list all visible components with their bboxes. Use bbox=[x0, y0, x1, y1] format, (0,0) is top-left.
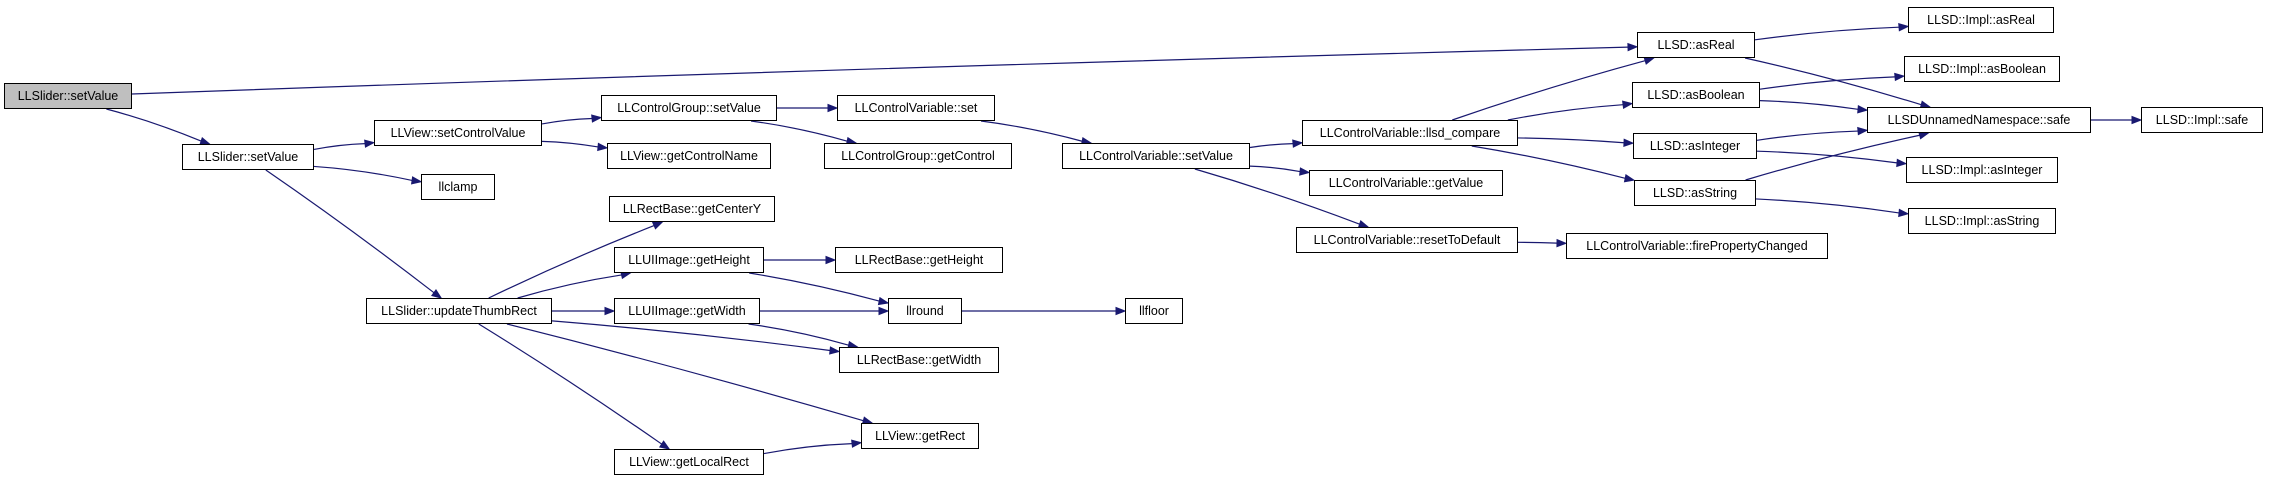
edge-arrowhead bbox=[364, 139, 376, 148]
edge-slider_updatethumbrect-to-view_getlocalrect bbox=[478, 323, 663, 445]
node-llrectbase-getwidth[interactable]: LLRectBase::getWidth bbox=[839, 347, 999, 373]
node-llcontrolvariable-firepropertychanged[interactable]: LLControlVariable::firePropertyChanged bbox=[1566, 233, 1828, 259]
edge-arrowhead bbox=[1857, 105, 1869, 114]
edge-controlvariable_set-to-controlvariable_setvalue bbox=[980, 120, 1083, 142]
edge-view_setcontrolvalue-to-view_getcontrolname bbox=[541, 140, 599, 148]
edge-controlvariable_resettodefault-to-controlvariable_firepropertychanged bbox=[1517, 241, 1558, 244]
node-llsd-impl-safe[interactable]: LLSD::Impl::safe bbox=[2141, 107, 2263, 133]
edge-slider_setvalue-to-view_setcontrolvalue bbox=[313, 143, 366, 151]
node-llround[interactable]: llround bbox=[888, 298, 962, 324]
node-llsd-asinteger[interactable]: LLSD::asInteger bbox=[1633, 133, 1757, 159]
node-llsd-impl-asreal[interactable]: LLSD::Impl::asReal bbox=[1908, 7, 2054, 33]
edge-slider_setvalue-to-slider_updatethumbrect bbox=[265, 169, 435, 294]
edge-arrowhead bbox=[1556, 238, 1568, 248]
node-root-llslider-setvalue[interactable]: LLSlider::setValue bbox=[4, 83, 132, 109]
edge-arrowhead bbox=[1643, 56, 1656, 65]
node-llview-setcontrolvalue[interactable]: LLView::setControlValue bbox=[374, 120, 542, 146]
node-lluiimage-getheight[interactable]: LLUIImage::getHeight bbox=[614, 247, 764, 273]
node-llview-getlocalrect[interactable]: LLView::getLocalRect bbox=[614, 449, 764, 475]
node-llrectbase-getheight[interactable]: LLRectBase::getHeight bbox=[835, 247, 1003, 273]
node-llsd-asreal[interactable]: LLSD::asReal bbox=[1637, 32, 1755, 58]
edge-view_getlocalrect-to-view_getrect bbox=[763, 443, 853, 455]
edge-llsd_asinteger-to-unnamed_safe bbox=[1756, 130, 1859, 141]
edge-arrowhead bbox=[1894, 72, 1906, 82]
edge-uiimage_getheight-to-llround bbox=[749, 272, 880, 302]
node-llsd-asstring[interactable]: LLSD::asString bbox=[1634, 180, 1756, 206]
edge-arrowhead bbox=[431, 288, 443, 299]
edge-arrowhead bbox=[1898, 208, 1910, 218]
edge-arrowhead bbox=[1292, 139, 1304, 148]
edge-arrowhead bbox=[878, 306, 890, 316]
edge-arrowhead bbox=[597, 142, 609, 152]
node-llsd-impl-asstring[interactable]: LLSD::Impl::asString bbox=[1908, 208, 2056, 234]
edge-slider_updatethumbrect-to-rectbase_getwidth bbox=[551, 320, 831, 352]
node-llcontrolgroup-setvalue[interactable]: LLControlGroup::setValue bbox=[601, 95, 777, 121]
node-llclamp[interactable]: llclamp bbox=[421, 174, 495, 200]
node-llsd-impl-asinteger[interactable]: LLSD::Impl::asInteger bbox=[1906, 157, 2058, 183]
edge-llsd_asstring-to-unnamed_safe bbox=[1745, 134, 1920, 181]
edge-controlvariable_setvalue-to-controlvariable_getvalue bbox=[1249, 165, 1301, 173]
node-llsd-asboolean[interactable]: LLSD::asBoolean bbox=[1632, 82, 1760, 108]
edge-arrowhead bbox=[1299, 167, 1311, 176]
edge-arrowhead bbox=[1857, 126, 1869, 136]
edge-arrowhead bbox=[658, 440, 671, 450]
edge-arrowhead bbox=[851, 439, 863, 448]
edge-arrowhead bbox=[827, 103, 839, 113]
edge-llsd_asboolean-to-impl_asboolean bbox=[1759, 76, 1896, 90]
edge-arrowhead bbox=[825, 255, 837, 265]
node-llfloor[interactable]: llfloor bbox=[1125, 298, 1183, 324]
edge-slider_updatethumbrect-to-rectbase_getcentery bbox=[488, 225, 655, 299]
edge-controlgroup_setvalue-to-controlgroup_getcontrol bbox=[750, 120, 848, 142]
edge-llsd_asstring-to-impl_asstring bbox=[1755, 198, 1900, 214]
edge-slider_setvalue-to-llclamp bbox=[313, 165, 413, 182]
edge-view_setcontrolvalue-to-controlgroup_setvalue bbox=[541, 117, 593, 125]
edge-uiimage_getwidth-to-rectbase_getwidth bbox=[748, 323, 849, 346]
edge-arrowhead bbox=[1627, 42, 1639, 52]
node-llslider-setvalue[interactable]: LLSlider::setValue bbox=[182, 144, 314, 170]
node-llcontrolvariable-llsd-compare[interactable]: LLControlVariable::llsd_compare bbox=[1302, 120, 1518, 146]
node-lluiimage-getwidth[interactable]: LLUIImage::getWidth bbox=[614, 298, 760, 324]
edge-arrowhead bbox=[2131, 115, 2143, 125]
edge-llsd_asreal-to-unnamed_safe bbox=[1744, 57, 1922, 106]
node-llslider-updatethumbrect[interactable]: LLSlider::updateThumbRect bbox=[366, 298, 552, 324]
edge-root_setvalue-to-llsd_asreal bbox=[131, 46, 1629, 95]
node-llcontrolvariable-setvalue[interactable]: LLControlVariable::setValue bbox=[1062, 143, 1250, 169]
edge-root_setvalue-to-slider_setvalue bbox=[106, 108, 202, 142]
edge-controlvariable_llsd_compare-to-llsd_asboolean bbox=[1507, 104, 1624, 121]
node-llcontrolgroup-getcontrol[interactable]: LLControlGroup::getControl bbox=[824, 143, 1012, 169]
edge-arrowhead bbox=[410, 176, 423, 185]
edge-slider_updatethumbrect-to-view_getrect bbox=[506, 323, 864, 422]
edge-arrowhead bbox=[1623, 138, 1635, 147]
node-llrectbase-getcentery[interactable]: LLRectBase::getCenterY bbox=[609, 196, 775, 222]
node-llcontrolvariable-resettodefault[interactable]: LLControlVariable::resetToDefault bbox=[1296, 227, 1518, 253]
edge-arrowhead bbox=[1623, 174, 1636, 183]
edge-controlvariable_llsd_compare-to-llsd_asstring bbox=[1471, 145, 1626, 179]
edge-arrowhead bbox=[1896, 158, 1908, 168]
edge-arrowhead bbox=[1622, 100, 1634, 109]
node-llcontrolvariable-getvalue[interactable]: LLControlVariable::getValue bbox=[1309, 170, 1503, 196]
node-llview-getrect[interactable]: LLView::getRect bbox=[861, 423, 979, 449]
edge-controlvariable_setvalue-to-controlvariable_resettodefault bbox=[1194, 168, 1360, 225]
node-llcontrolvariable-set[interactable]: LLControlVariable::set bbox=[837, 95, 995, 121]
edge-arrowhead bbox=[877, 296, 890, 306]
edge-controlvariable_llsd_compare-to-llsd_asreal bbox=[1452, 60, 1646, 121]
edge-arrowhead bbox=[1115, 306, 1127, 316]
edge-slider_updatethumbrect-to-uiimage_getheight bbox=[517, 274, 622, 299]
edge-arrowhead bbox=[604, 306, 616, 316]
node-llsd-impl-asboolean[interactable]: LLSD::Impl::asBoolean bbox=[1904, 56, 2060, 82]
edge-arrowhead bbox=[651, 221, 664, 230]
edge-arrowhead bbox=[1898, 23, 1910, 32]
edge-arrowhead bbox=[591, 114, 603, 123]
edge-llsd_asinteger-to-impl_asinteger bbox=[1756, 150, 1898, 164]
edge-arrowhead bbox=[829, 346, 841, 355]
node-llview-getcontrolname[interactable]: LLView::getControlName bbox=[607, 143, 771, 169]
node-llsdunnamednamespace-safe[interactable]: LLSDUnnamedNamespace::safe bbox=[1867, 107, 2091, 133]
edge-llsd_asboolean-to-unnamed_safe bbox=[1759, 100, 1859, 110]
edge-controlvariable_setvalue-to-controlvariable_llsd_compare bbox=[1249, 142, 1294, 149]
edge-llsd_asreal-to-impl_asreal bbox=[1754, 26, 1900, 41]
edge-controlvariable_llsd_compare-to-llsd_asinteger bbox=[1517, 137, 1625, 144]
